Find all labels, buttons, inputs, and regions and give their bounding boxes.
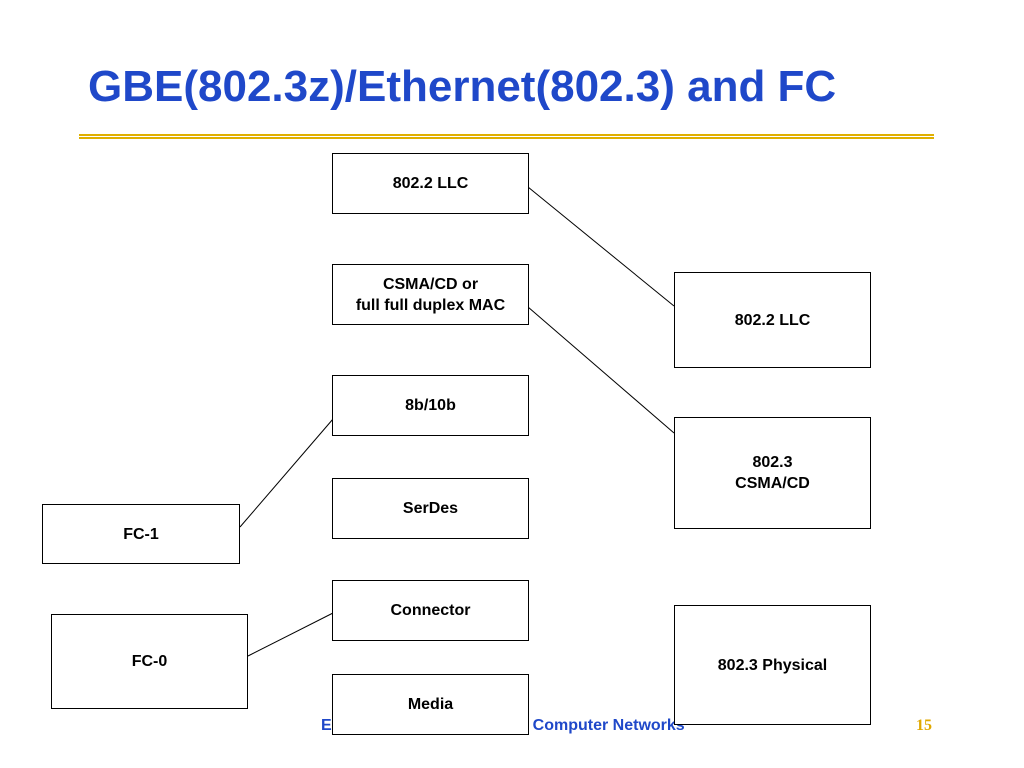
line-llc-to-eth-llc	[527, 186, 675, 307]
box-serdes: SerDes	[332, 478, 529, 539]
title-underline-bottom	[79, 137, 934, 139]
page-number: 15	[916, 717, 932, 734]
line-fc1-to-8b10b	[239, 418, 334, 528]
footer-prefix: E	[321, 717, 332, 734]
slide-title: GBE(802.3z)/Ethernet(802.3) and FC	[88, 62, 837, 111]
box-eth-802-3-physical: 802.3 Physical	[674, 605, 871, 725]
footer-title: Computer Networks	[532, 717, 685, 734]
box-eth-802-3-csma-cd: 802.3 CSMA/CD	[674, 417, 871, 529]
box-eth-802-2-llc: 802.2 LLC	[674, 272, 871, 368]
footer-text: E Computer Networks	[321, 717, 685, 735]
title-underline-top	[79, 134, 934, 136]
box-8b10b: 8b/10b	[332, 375, 529, 436]
box-csma-cd-mac: CSMA/CD or full full duplex MAC	[332, 264, 529, 325]
box-fc-0: FC-0	[51, 614, 248, 709]
box-802-2-llc: 802.2 LLC	[332, 153, 529, 214]
line-mac-to-eth-csma	[527, 306, 675, 434]
box-connector: Connector	[332, 580, 529, 641]
box-media: Media	[332, 674, 529, 735]
box-fc-1: FC-1	[42, 504, 240, 564]
line-fc0-to-connector	[247, 612, 334, 657]
